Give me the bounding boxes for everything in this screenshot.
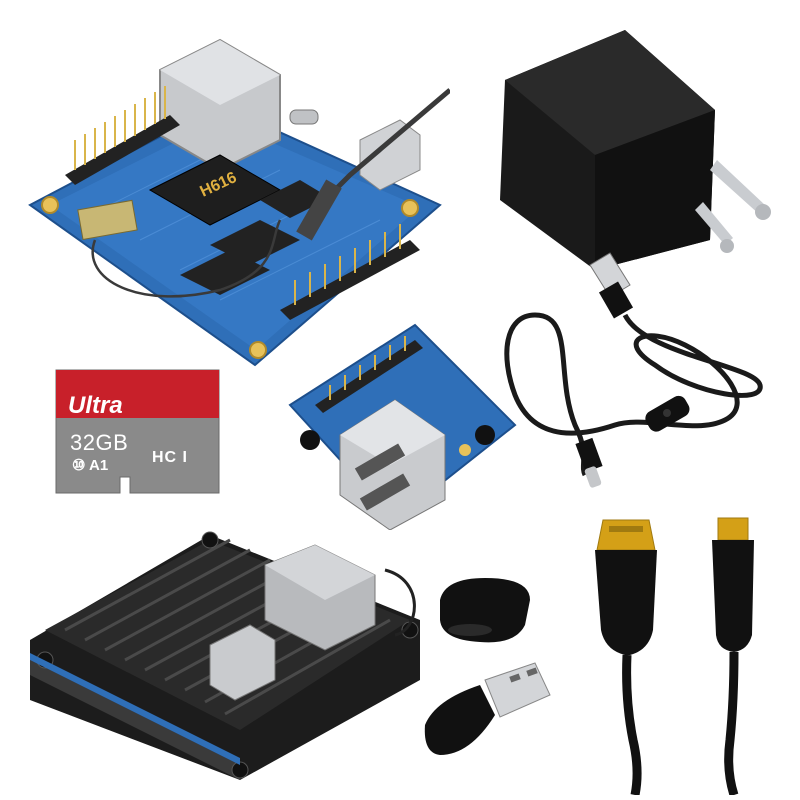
usb-card-reader — [415, 655, 555, 765]
sd-card — [50, 365, 225, 500]
aluminum-heatsink-case — [25, 510, 425, 785]
sd-card-brand: Ultra — [68, 392, 123, 419]
micro-hdmi-cable — [690, 510, 775, 795]
orange-pi-board: H616 — [20, 20, 450, 370]
sd-card-capacity: 32GB — [70, 430, 129, 455]
sd-card-hc-mark: HC I — [152, 449, 188, 466]
sd-card-speed-class: ⑩ A1 — [72, 457, 109, 474]
usb-to-usbc-switch-cable — [495, 245, 785, 495]
expansion-board — [285, 315, 520, 530]
card-reader-cap — [430, 570, 540, 650]
hdmi-cable — [585, 510, 670, 795]
power-adapter — [495, 20, 785, 270]
